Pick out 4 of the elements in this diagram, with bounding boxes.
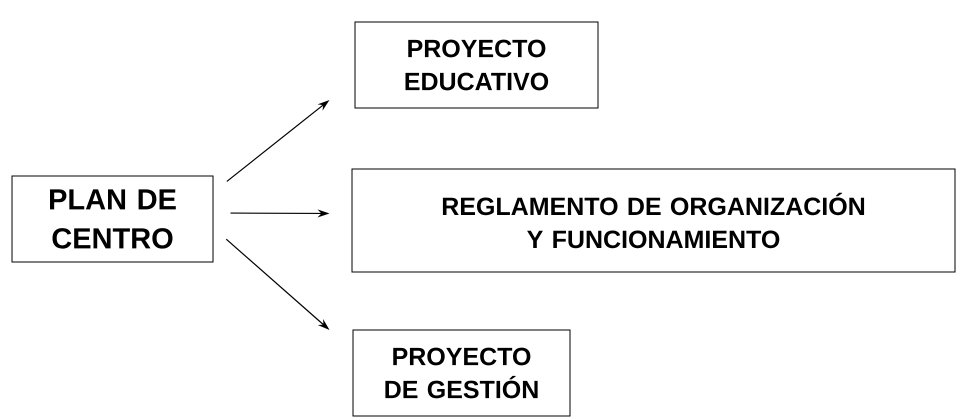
text-box: PROYECTO EDUCATIVO [354, 22, 598, 108]
text-box: PROYECTO DE GESTIÓN [352, 330, 570, 416]
text-box: PLAN DE CENTRO [12, 176, 214, 262]
text-box: REGLAMENTO DE ORGANIZACIÓN Y FUNCIONAMIENTO [352, 168, 956, 272]
